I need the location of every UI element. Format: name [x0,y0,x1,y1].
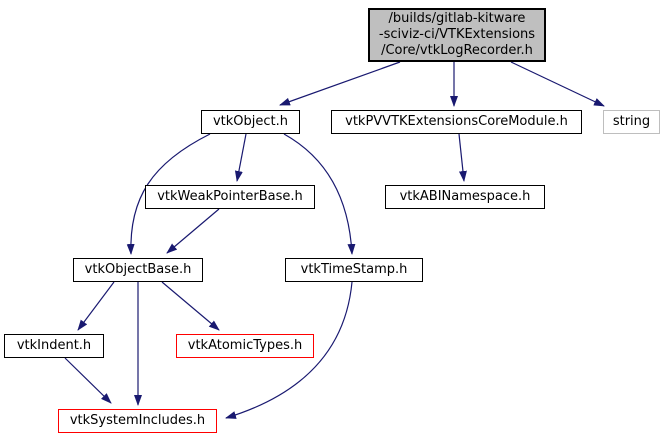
node-vtkatomictypes-h[interactable]: vtkAtomicTypes.h [176,334,314,358]
node-vtkindent-h[interactable]: vtkIndent.h [4,334,104,358]
node-vtkabinamespace-h[interactable]: vtkABINamespace.h [385,185,545,209]
node-vtkobject-h[interactable]: vtkObject.h [201,110,300,134]
edge-vtkobject-h-to-vtkweakpointerbase-h [234,133,247,182]
edge-vtkpvvtkextensionscoremodule-h-to-vtkabinamespace-h [458,133,467,182]
edge-vtkobjectbase-h-to-vtkatomictypes-h [161,281,220,331]
edge-main-to-vtkobject-h [279,61,401,106]
node-vtktimestamp-h[interactable]: vtkTimeStamp.h [285,258,423,282]
edge-main-to-string [510,61,605,107]
edge-group [64,61,605,419]
node-vtksystemincludes-h[interactable]: vtkSystemIncludes.h [58,409,217,433]
edge-vtkindent-h-to-vtksystemincludes-h [64,357,112,404]
node-main: /builds/gitlab-kitware -sciviz-ci/VTKExt… [368,8,546,62]
node-string: string [603,110,660,134]
edge-vtkobject-h-to-vtkobjectbase-h [126,133,211,255]
node-vtkpvvtkextensionscoremodule-h[interactable]: vtkPVVTKExtensionsCoreModule.h [331,110,582,134]
edge-vtkweakpointerbase-h-to-vtkobjectbase-h [166,208,220,254]
edge-vtkobjectbase-h-to-vtkindent-h [77,281,115,331]
node-vtkobjectbase-h[interactable]: vtkObjectBase.h [73,258,203,282]
node-vtkweakpointerbase-h[interactable]: vtkWeakPointerBase.h [145,185,315,209]
edge-vtkobject-h-to-vtktimestamp-h [283,133,356,255]
edge-vtktimestamp-h-to-vtksystemincludes-h [225,281,353,419]
